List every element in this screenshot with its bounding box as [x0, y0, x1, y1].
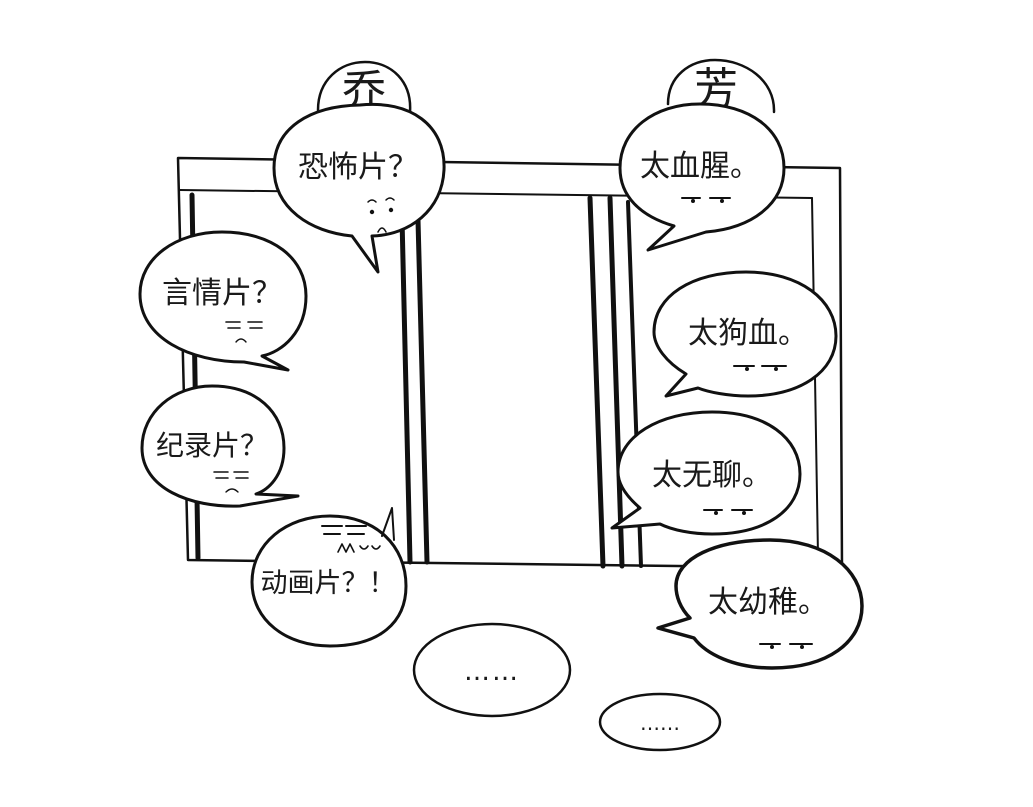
- bubble-text-horror: 恐怖片？: [298, 150, 418, 185]
- face-excited-icon: [321, 525, 381, 553]
- speech-bubble-horror: 恐怖片？: [272, 102, 446, 274]
- bubble-text-melodramatic: 太狗血。: [688, 316, 808, 351]
- face-unimpressed-icon: [225, 321, 263, 343]
- face-worried-icon: [367, 197, 395, 233]
- bubble-text-childish: 太幼稚。: [708, 585, 828, 620]
- bubble-text-documentary: 纪录片？: [156, 429, 268, 462]
- bubble-text-boring: 太无聊。: [652, 458, 772, 493]
- face-deadpan-icon: [703, 509, 753, 515]
- silence-text-small: ……: [640, 711, 680, 735]
- speech-bubble-romance: 言情片？: [138, 230, 308, 372]
- speech-bubble-childish: 太幼稚。: [656, 538, 864, 670]
- bubble-text-romance: 言情片？: [162, 276, 282, 311]
- face-deadpan-icon: [733, 365, 787, 371]
- bubble-text-animation: 动画片？！: [261, 568, 396, 599]
- speech-bubble-documentary: 纪录片？: [140, 384, 300, 508]
- speech-bubble-animation: 动画片？！: [250, 507, 408, 648]
- speech-bubble-gory: 太血腥。: [618, 102, 786, 252]
- silence-bubble-small: ……: [598, 692, 722, 752]
- speech-bubble-boring: 太无聊。: [610, 410, 802, 536]
- speech-bubble-melodramatic: 太狗血。: [652, 270, 838, 398]
- face-deadpan-icon: [759, 643, 813, 649]
- face-sleepy-icon: [213, 471, 249, 493]
- bubble-text-gory: 太血腥。: [640, 149, 760, 184]
- silence-text-large: ……: [464, 657, 520, 687]
- face-deadpan-icon: [681, 197, 731, 203]
- silence-bubble-large: ……: [412, 622, 572, 718]
